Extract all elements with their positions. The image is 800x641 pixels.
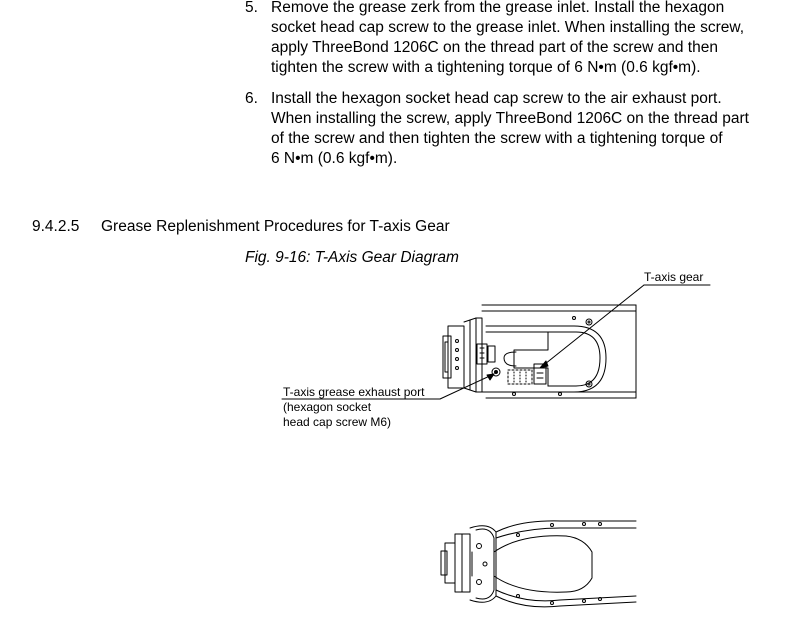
step-number: 6. — [245, 90, 258, 107]
section-heading: 9.4.2.5 Grease Replenishment Procedures f… — [32, 218, 450, 236]
exhaust-port-label-line: (hexagon socket — [283, 400, 372, 414]
step-text: Install the hexagon socket head cap scre… — [271, 89, 785, 169]
exhaust-port-label-line: T-axis grease exhaust port — [283, 385, 425, 399]
exhaust-port-label-line: head cap screw M6) — [283, 415, 392, 429]
step-text-line: Install the hexagon socket head cap scre… — [271, 90, 722, 107]
step-number: 5. — [245, 0, 258, 16]
step-text-line: tighten the screw with a tightening torq… — [271, 59, 701, 76]
section-number: 9.4.2.5 — [32, 218, 80, 235]
gear-callout-leader — [539, 284, 711, 369]
step-text-line: 6 N•m (0.6 kgf•m). — [271, 150, 398, 167]
step-text-line: apply ThreeBond 1206C on the thread part… — [271, 39, 718, 56]
port-callout-leader — [281, 373, 495, 400]
section-title: Grease Replenishment Procedures for T-ax… — [101, 218, 450, 235]
step-text-line: of the screw and then tighten the screw … — [271, 130, 723, 147]
arm-top-view-drawing — [442, 304, 637, 399]
step-text: Remove the grease zerk from the grease i… — [271, 0, 785, 78]
step-text-line: Remove the grease zerk from the grease i… — [271, 0, 725, 16]
t-axis-gear-label: T-axis gear — [644, 270, 704, 284]
step-text-line: socket head cap screw to the grease inle… — [271, 19, 744, 36]
figure-caption: Fig. 9-16: T-Axis Gear Diagram — [245, 249, 459, 266]
step-text-line: When installing the screw, apply ThreeBo… — [271, 110, 749, 127]
arm-side-view-drawing — [440, 520, 637, 608]
exhaust-port-label: T-axis grease exhaust port (hexagon sock… — [283, 385, 424, 430]
